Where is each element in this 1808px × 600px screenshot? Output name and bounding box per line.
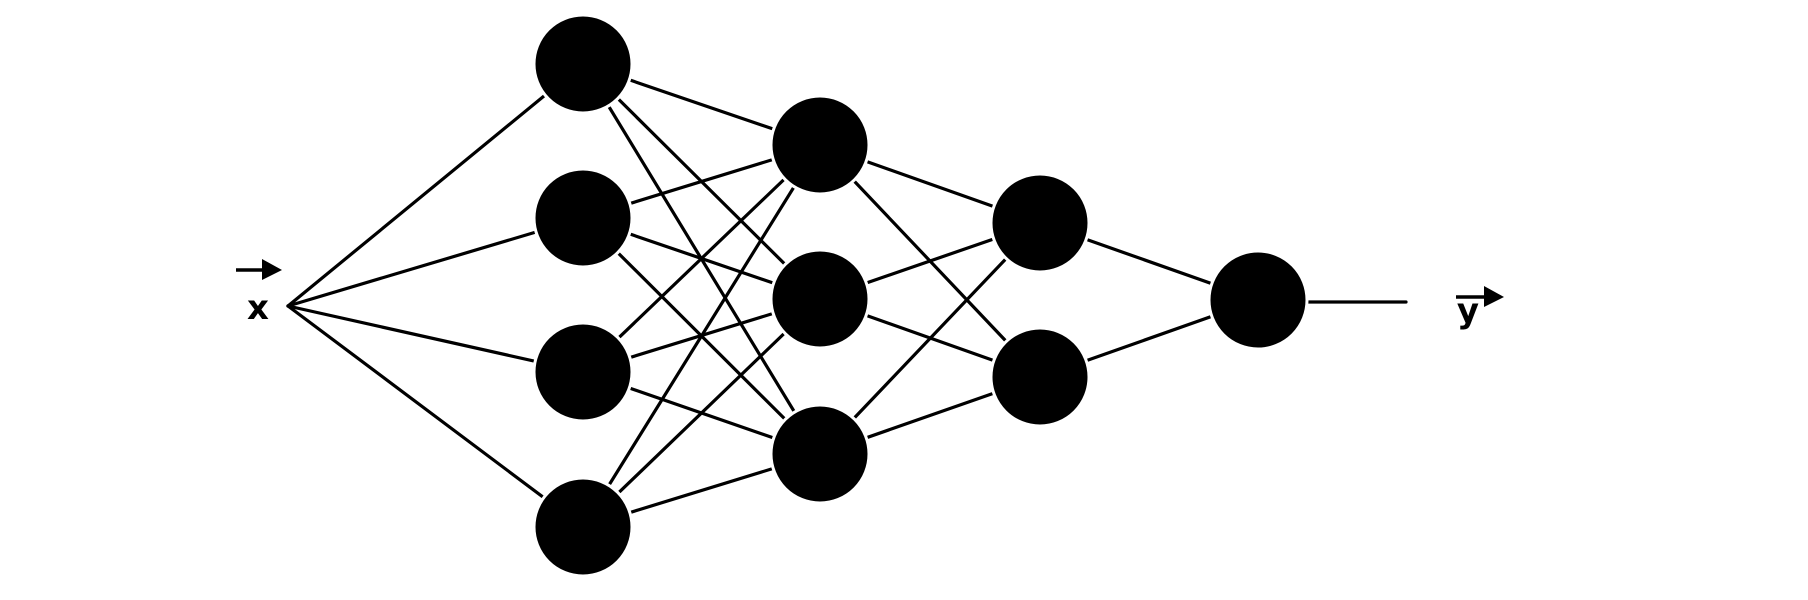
input-edge-1	[286, 216, 585, 308]
neuron-layer-2-2	[769, 248, 871, 350]
output-label: y	[1457, 291, 1479, 331]
input-arrow-icon	[236, 259, 282, 280]
neuron-layer-3-2	[989, 326, 1091, 428]
neurons	[532, 13, 1309, 578]
edge-l1-n2-to-n0	[818, 221, 1042, 456]
neuron-layer-4-1	[1207, 249, 1309, 351]
output-arrow-icon	[1456, 286, 1504, 307]
neuron-layer-1-1	[532, 13, 634, 115]
edge-l0-n2-to-n0	[581, 143, 822, 374]
neuron-layer-3-1	[989, 172, 1091, 274]
neuron-layer-1-4	[532, 476, 634, 578]
input-edge-3	[286, 304, 585, 529]
edge-l0-n3-to-n1	[581, 297, 822, 529]
neuron-layer-2-3	[769, 403, 871, 505]
neuron-layer-2-1	[769, 94, 871, 196]
input-label: x	[247, 288, 269, 328]
input-edge-0	[286, 62, 585, 308]
neuron-layer-1-3	[532, 321, 634, 423]
neuron-layer-1-2	[532, 167, 634, 269]
edge-l0-n3-to-n0	[581, 143, 822, 529]
